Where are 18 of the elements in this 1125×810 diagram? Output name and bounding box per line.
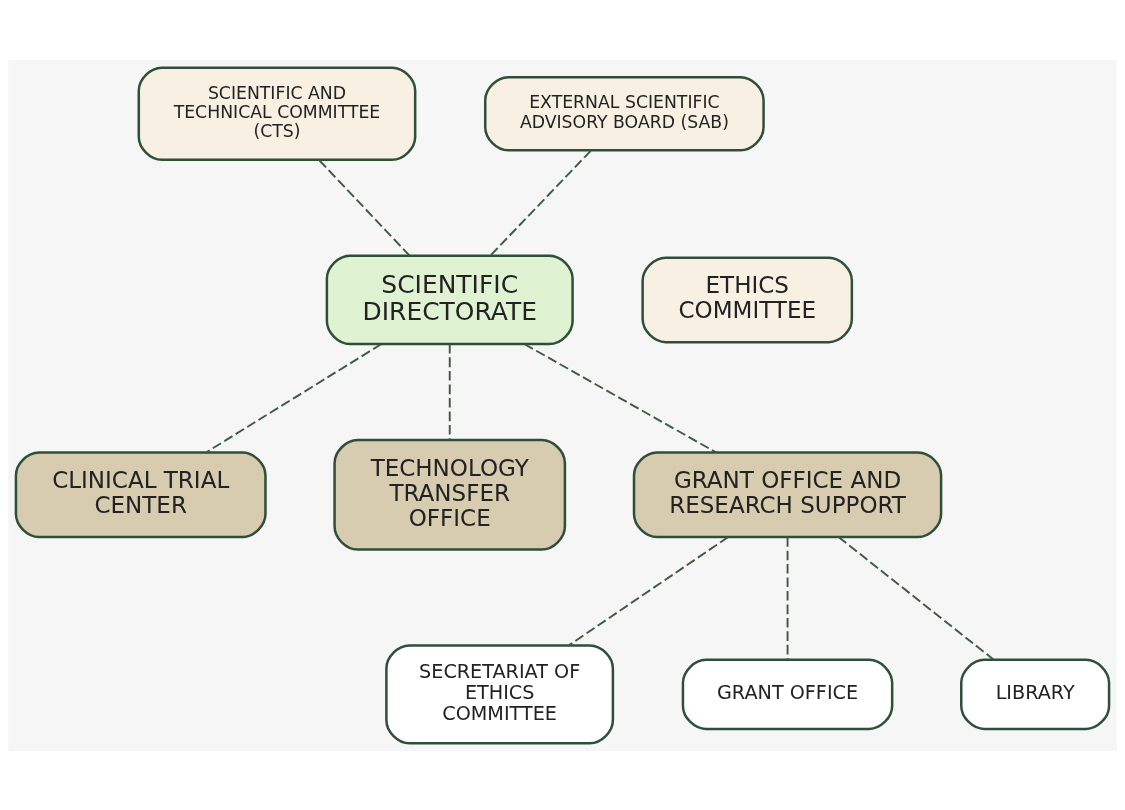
node-box: ETHICS COMMITTEE [641,255,854,343]
connector [786,535,789,661]
node-box: SCIENTIFIC DIRECTORATE [325,254,574,345]
connector [318,159,411,256]
node-box: GRANT OFFICE AND RESEARCH SUPPORT [632,450,943,538]
connector [205,342,383,453]
connector [567,535,729,646]
node-box: LIBRARY [960,658,1111,730]
node-box: TECHNOLOGY TRANSFER OFFICE [333,438,567,551]
node-box: SCIENTIFIC AND TECHNICAL COMMITTEE (CTS) [137,65,417,161]
node-box: GRANT OFFICE [681,658,894,730]
connector [489,149,592,256]
node-box: CLINICAL TRIAL CENTER [14,450,267,538]
node-box: EXTERNAL SCIENTIFIC ADVISORY BOARD (SAB) [484,75,765,151]
connector [837,535,995,661]
node-box: SECRETARIAT OF ETHICS COMMITTEE [385,643,615,745]
connector [448,342,451,441]
connector [523,342,717,453]
